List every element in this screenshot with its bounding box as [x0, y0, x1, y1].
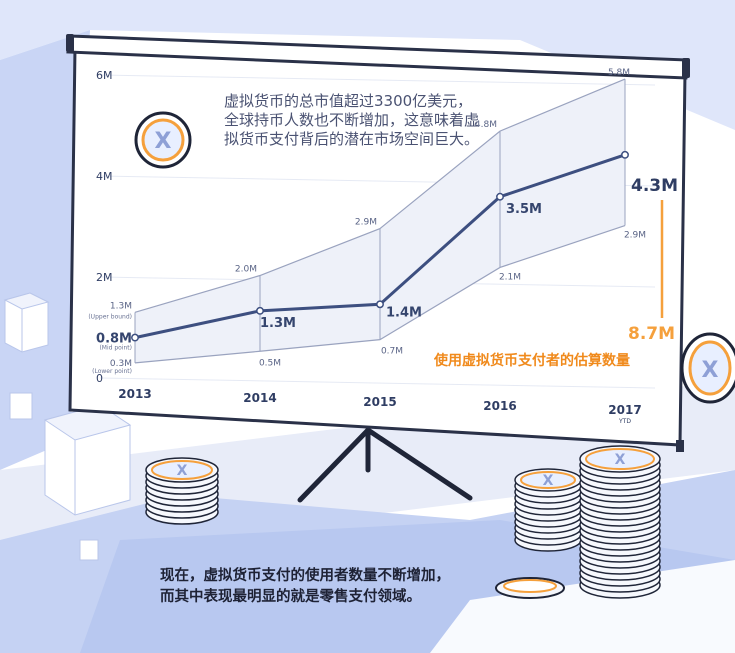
mid-value-label: 0.8M: [96, 332, 132, 347]
x-tick-label: 2017: [608, 403, 641, 417]
coin-top-face: [520, 471, 576, 489]
y-tick-label: 6M: [96, 69, 113, 82]
fallen-coin-icon: [495, 577, 565, 599]
caption-coin-icon: X: [134, 111, 192, 169]
coin-stack-right-tall: X: [579, 445, 661, 599]
mid-label-2017: 4.3M: [631, 176, 679, 196]
gridline-6: [99, 74, 656, 86]
x-tick-label: 2014: [243, 391, 276, 405]
lower-value-label: 0.3M: [110, 359, 132, 369]
x-tick-label: 2016: [483, 399, 516, 413]
mid-value-label: 3.5M: [506, 202, 542, 217]
x-tick-label: 2015: [363, 395, 396, 409]
rail-end-right: [682, 58, 690, 78]
cube-large: [43, 404, 132, 516]
coin-top-symbol: X: [615, 452, 626, 468]
lower-value-label: 0.7M: [381, 347, 403, 357]
easel-legs: [297, 427, 473, 503]
mid-point-marker: [376, 300, 384, 309]
coin-stack-left: X: [145, 457, 219, 525]
range-band: [135, 79, 625, 363]
mid-point-marker: [621, 150, 629, 159]
upper-value-label: 1.3M: [110, 301, 132, 311]
lower-value-label: 2.9M: [624, 231, 646, 241]
upper-value-label: 2.0M: [235, 265, 257, 275]
upper-value-label: 2.9M: [355, 218, 377, 228]
y-tick-label: 0: [96, 372, 103, 385]
background-top: [0, 0, 735, 130]
rail-end-left: [66, 34, 74, 52]
lower-value-label: 0.5M: [259, 358, 281, 368]
upper-value-label: 4.8M: [475, 120, 497, 130]
coin-top-face: [151, 460, 213, 480]
coin-stack-right-short: X: [514, 468, 582, 552]
lower-value-label: 2.1M: [499, 272, 521, 282]
mid-value-label: 1.4M: [386, 305, 422, 320]
series-tag-label: (Upper bound): [88, 313, 132, 320]
mid-value-label: 1.3M: [260, 316, 296, 331]
cube-tiny: [79, 539, 99, 561]
total-estimate-value: 8.7M: [628, 324, 676, 344]
board-bottom-right: [676, 440, 684, 452]
x-tick-label: 2013: [118, 387, 151, 401]
mid-point-marker: [496, 192, 504, 201]
y-tick-label: 4M: [96, 170, 113, 183]
coin-top-symbol: X: [177, 463, 188, 479]
gridline-0: [99, 377, 656, 389]
caption-coin-symbol: X: [155, 129, 172, 154]
series-tag-label: (Lower point): [92, 368, 132, 375]
bottom-description: 现在，虚拟货币支付的使用者数量不断增加，而其中表现最明显的就是零售支付领域。: [160, 568, 450, 605]
series-line-lower: [134, 224, 626, 364]
mid-point-marker: [131, 333, 139, 342]
coin-top-face: [585, 448, 655, 470]
coin-top-symbol: X: [543, 473, 554, 489]
x-tick-sublabel: YTD: [618, 418, 631, 425]
mid-point-marker: [256, 306, 264, 315]
series-tag-label: (Mid point): [99, 345, 132, 352]
cube-small: [9, 392, 33, 420]
y-tick-label: 2M: [96, 271, 113, 284]
floating-coin-symbol: X: [702, 358, 719, 383]
upper-value-label: 5.8M: [608, 68, 630, 78]
chart-labels: 6M 4M 2M 0 1.3M 2.0M 2.9M 4.8M 5.8M 0.3M 0.5M 0.7M 2…: [88, 68, 646, 425]
chart-caption: 虚拟货币的总市值超过3300亿美元，全球持币人数也不断增加，这意味着虚拟货币支付…: [224, 92, 480, 148]
background-left-panel: [0, 30, 90, 470]
cube-medium: [3, 292, 50, 353]
total-estimate-label: 使用虚拟货币支付者的估算数量: [434, 353, 630, 369]
floating-coin-icon: X: [680, 332, 735, 404]
series-line-upper: [134, 78, 626, 313]
chart-lines: [131, 78, 629, 364]
